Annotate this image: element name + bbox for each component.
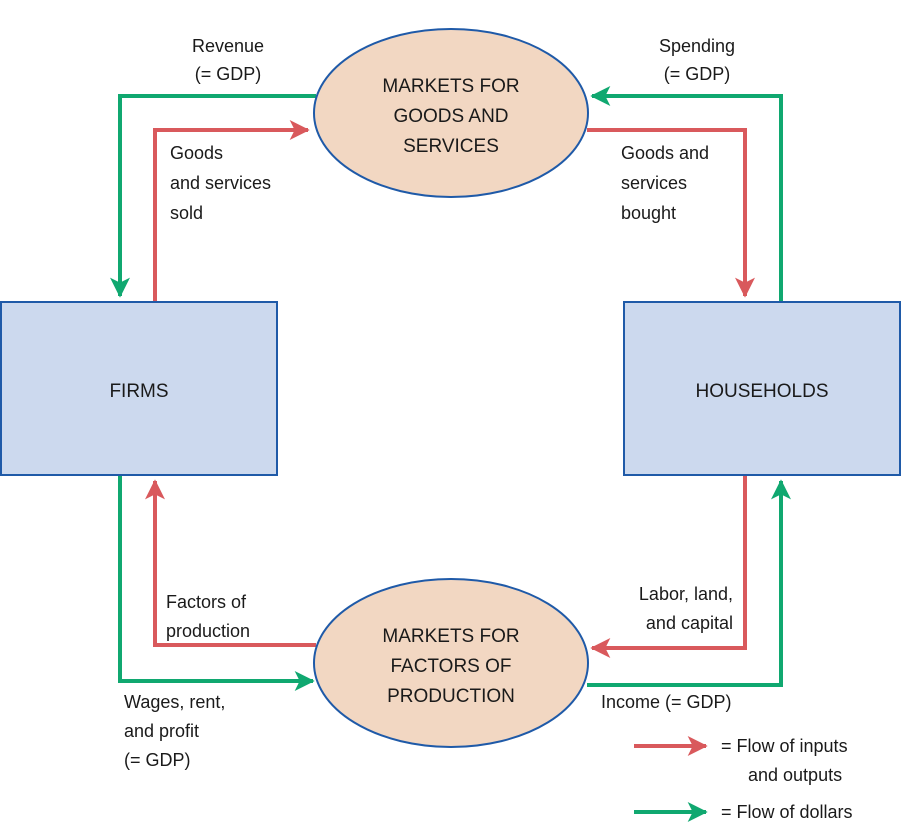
factors-label-line-1: Factors of xyxy=(166,592,247,612)
goods-sold-label-line-3: sold xyxy=(170,203,203,223)
spending-label-line-1: Spending xyxy=(659,36,735,56)
income-label: Income (= GDP) xyxy=(601,692,732,712)
wages-label-line-3: (= GDP) xyxy=(124,750,191,770)
legend: = Flow of inputs and outputs = Flow of d… xyxy=(634,736,853,822)
factor-market-label-line-2: FACTORS OF xyxy=(390,656,511,677)
goods-market-label-line-1: MARKETS FOR xyxy=(382,76,519,97)
firms-label: FIRMS xyxy=(109,381,168,402)
goods-bought-label-line-2: services xyxy=(621,173,687,193)
wages-label-line-2: and profit xyxy=(124,721,199,741)
income-flow-arrow xyxy=(587,479,791,687)
legend-dollars-line-1: = Flow of dollars xyxy=(721,802,853,822)
legend-inputs-line-1: = Flow of inputs xyxy=(721,736,848,756)
dollar-flows xyxy=(110,86,791,691)
factor-market-label-line-1: MARKETS FOR xyxy=(382,626,519,647)
revenue-label-line-1: Revenue xyxy=(192,36,264,56)
goods-market-label-line-3: SERVICES xyxy=(403,136,499,157)
factors-flow-arrow xyxy=(145,479,316,647)
goods-sold-flow-arrow xyxy=(153,120,310,301)
flow-labels: Revenue (= GDP) Spending (= GDP) Goods a… xyxy=(124,36,735,770)
goods-sold-label-line-2: and services xyxy=(170,173,271,193)
goods-sold-label-line-1: Goods xyxy=(170,143,223,163)
firms-box xyxy=(0,301,278,476)
goods-bought-flow-arrow xyxy=(587,128,755,298)
labor-label-line-2: and capital xyxy=(646,613,733,633)
goods-bought-label-line-1: Goods and xyxy=(621,143,709,163)
goods-bought-label-line-3: bought xyxy=(621,203,676,223)
factor-market-label-line-3: PRODUCTION xyxy=(387,686,515,707)
wages-flow-arrow xyxy=(118,476,315,691)
legend-inputs-line-2: and outputs xyxy=(748,765,842,785)
spending-flow-arrow xyxy=(590,86,783,301)
input-output-flows xyxy=(145,120,755,658)
households-box xyxy=(623,301,901,476)
wages-label-line-1: Wages, rent, xyxy=(124,692,225,712)
goods-services-market-ellipse xyxy=(313,28,589,198)
factors-label-line-2: production xyxy=(166,621,250,641)
goods-market-label-line-2: GOODS AND xyxy=(393,106,508,127)
spending-label-line-2: (= GDP) xyxy=(664,64,731,84)
factor-market-ellipse xyxy=(313,578,589,748)
labor-flow-arrow xyxy=(590,476,747,658)
labor-label-line-1: Labor, land, xyxy=(639,584,733,604)
revenue-flow-arrow xyxy=(110,94,316,298)
revenue-label-line-2: (= GDP) xyxy=(195,64,262,84)
households-label: HOUSEHOLDS xyxy=(695,381,828,402)
